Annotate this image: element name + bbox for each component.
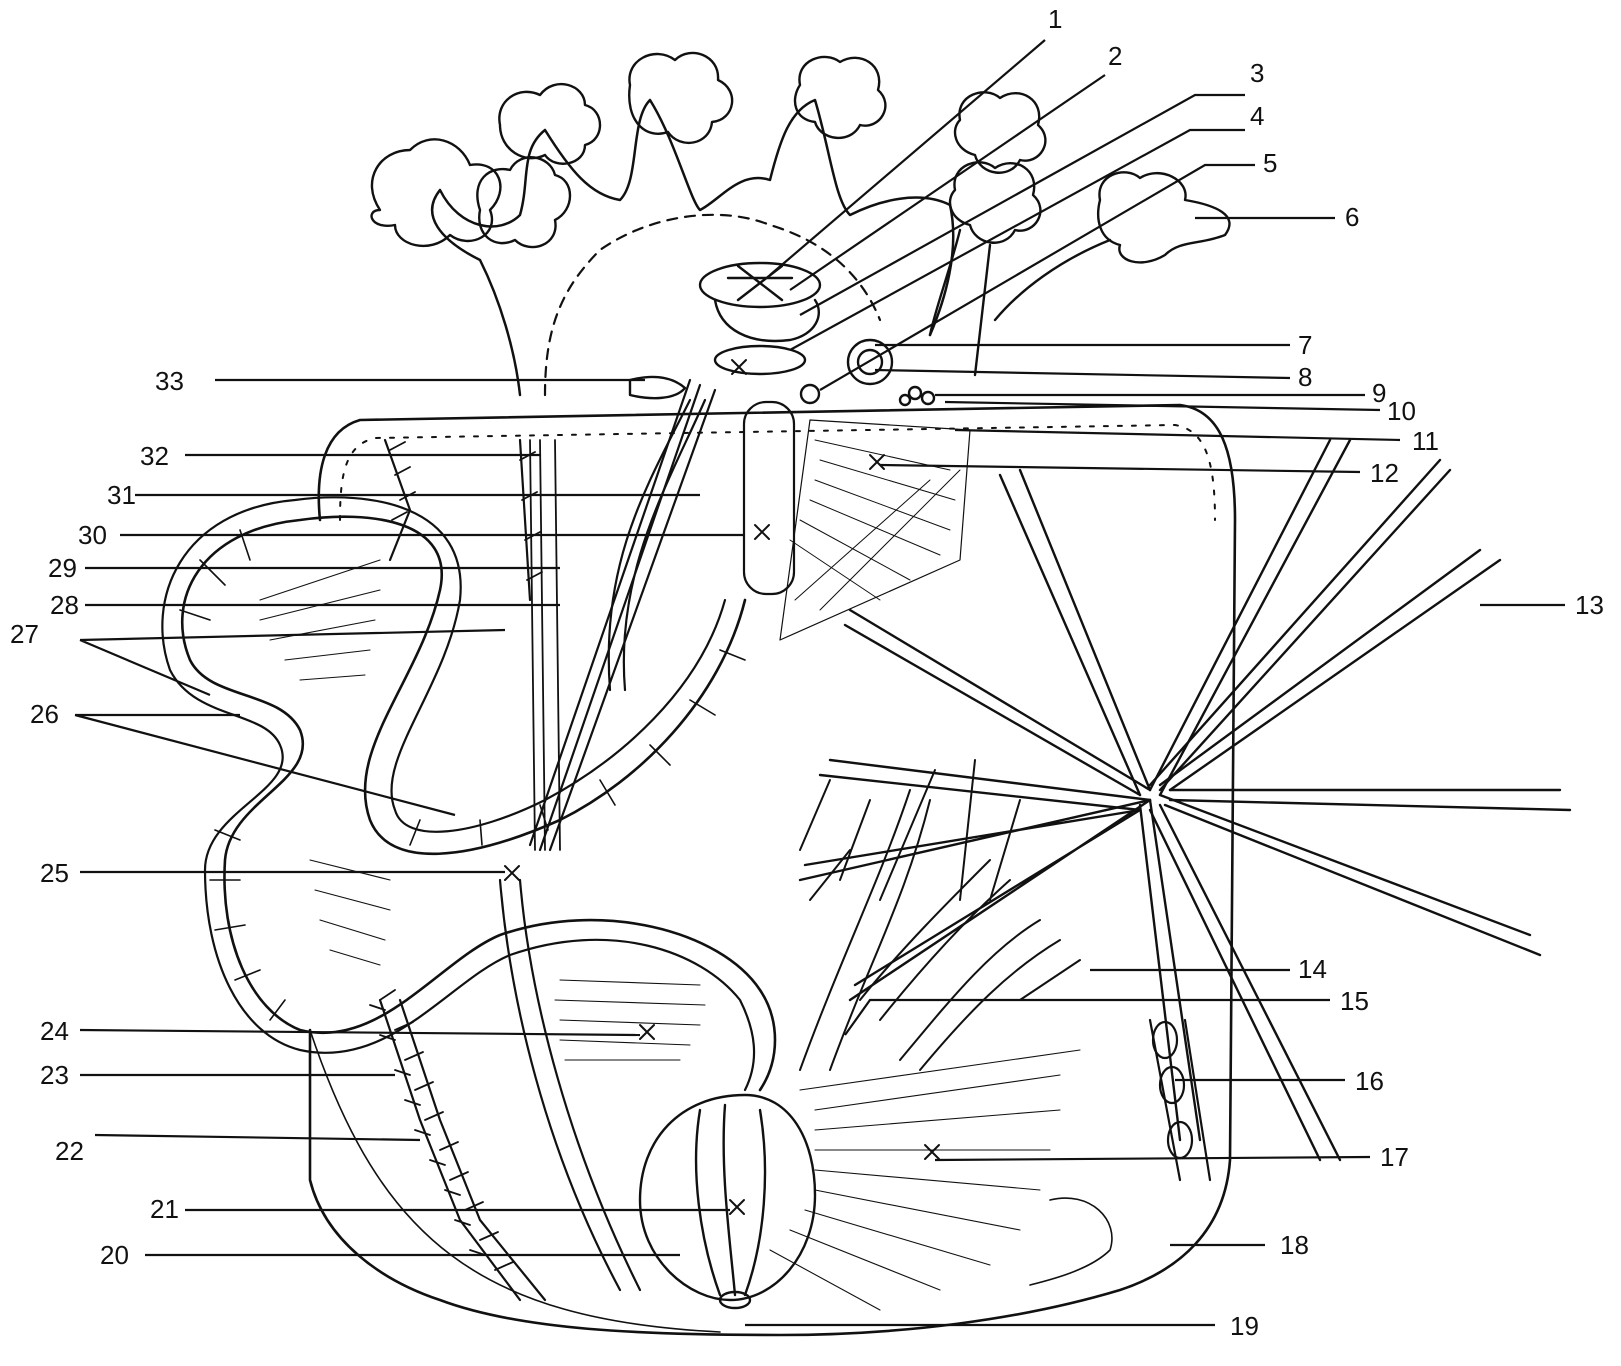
label-15: 15	[1340, 986, 1369, 1016]
label-17: 17	[1380, 1142, 1409, 1172]
label-6: 6	[1345, 202, 1359, 232]
leader-22	[95, 1135, 420, 1140]
cuvierian-tubules	[800, 440, 1570, 1160]
specimen-drawing	[162, 53, 1570, 1335]
label-33: 33	[155, 366, 184, 396]
label-5: 5	[1263, 148, 1277, 178]
label-19: 19	[1230, 1311, 1259, 1341]
label-22: 22	[55, 1136, 84, 1166]
label-16: 16	[1355, 1066, 1384, 1096]
label-28: 28	[50, 590, 79, 620]
label-30: 30	[78, 520, 107, 550]
label-12: 12	[1370, 458, 1399, 488]
leader-11	[955, 430, 1400, 440]
leader-2	[790, 75, 1105, 290]
leader-3	[800, 95, 1245, 315]
label-32: 32	[140, 441, 169, 471]
tentacle-fronds	[372, 53, 1230, 262]
leader-lines	[75, 40, 1565, 1325]
label-25: 25	[40, 858, 69, 888]
number-labels: 1 2 3 4 5 6 7 8 9 10 11 12 13 14 15 16 1…	[10, 4, 1604, 1341]
label-26: 26	[30, 699, 59, 729]
label-9: 9	[1372, 378, 1386, 408]
body-wall	[310, 405, 1235, 1335]
label-21: 21	[150, 1194, 179, 1224]
mouth-region	[630, 263, 934, 405]
leader-17	[935, 1157, 1370, 1160]
label-18: 18	[1280, 1230, 1309, 1260]
intestine	[162, 497, 775, 1090]
cloaca	[555, 980, 1112, 1310]
label-1: 1	[1048, 4, 1062, 34]
label-20: 20	[100, 1240, 129, 1270]
stone-canal	[1150, 1020, 1210, 1180]
label-31: 31	[107, 480, 136, 510]
leader-8	[875, 370, 1290, 378]
label-2: 2	[1108, 41, 1122, 71]
label-11: 11	[1412, 426, 1439, 456]
label-29: 29	[48, 553, 77, 583]
label-24: 24	[40, 1016, 69, 1046]
label-7: 7	[1298, 330, 1312, 360]
label-27: 27	[10, 619, 39, 649]
label-14: 14	[1298, 954, 1327, 984]
label-10: 10	[1387, 396, 1416, 426]
label-23: 23	[40, 1060, 69, 1090]
leader-12	[880, 465, 1360, 472]
label-4: 4	[1250, 101, 1264, 131]
pharynx-and-retractors	[530, 380, 970, 850]
label-13: 13	[1575, 590, 1604, 620]
leader-26	[75, 715, 455, 815]
label-3: 3	[1250, 58, 1264, 88]
cross-marks	[505, 360, 939, 1214]
gonad-tubules	[800, 760, 1080, 1070]
leader-24	[80, 1030, 640, 1035]
label-8: 8	[1298, 362, 1312, 392]
